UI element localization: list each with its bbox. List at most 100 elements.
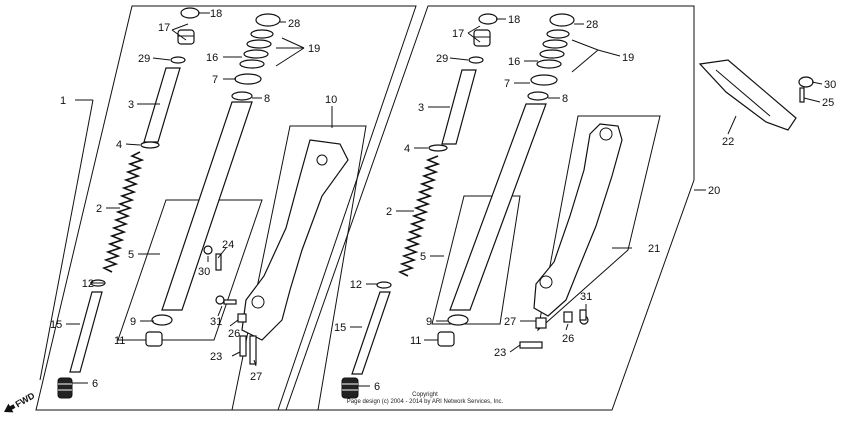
label-r19: 19: [622, 52, 634, 64]
right-ring-29: [468, 56, 484, 64]
left-seal-16: [239, 59, 265, 69]
label-18: 18: [210, 8, 222, 20]
label-4: 4: [116, 139, 122, 151]
left-washer-26: [237, 313, 247, 323]
label-8: 8: [264, 93, 270, 105]
label-7: 7: [212, 74, 218, 86]
left-fork-tube: [161, 101, 253, 311]
fwd-arrow-icon: [4, 403, 16, 413]
label-15: 15: [50, 319, 62, 331]
left-spacer-tube: [143, 67, 181, 143]
right-fork-spring: [397, 155, 441, 277]
right-slider-panel: [537, 115, 661, 332]
right-fork-cap: [473, 29, 491, 47]
right-seal-16: [536, 59, 562, 69]
label-r18: 18: [508, 14, 520, 26]
right-bolt-23: [519, 341, 543, 349]
label-r15: 15: [334, 322, 346, 334]
label-r21: 21: [648, 243, 660, 255]
left-ring-29: [170, 56, 186, 64]
left-bolt-23: [239, 335, 247, 357]
label-r6: 6: [374, 381, 380, 393]
right-washer-27: [535, 317, 547, 329]
label-r31: 31: [580, 291, 592, 303]
label-29: 29: [138, 53, 150, 65]
right-labels: 18 17 29 3 4 2 5 12 15 6 28 19 16 7 8 9 …: [334, 14, 836, 393]
fwd-indicator: FWD: [4, 390, 37, 413]
left-seal-7: [234, 73, 262, 85]
fender-bolt-25: [799, 87, 805, 103]
left-fork-assembly: [35, 5, 417, 411]
right-washer-26: [563, 311, 573, 323]
label-24: 24: [222, 239, 234, 251]
label-26: 26: [228, 328, 240, 340]
label-30: 30: [198, 266, 210, 278]
fwd-label: FWD: [14, 390, 37, 409]
label-5: 5: [128, 249, 134, 261]
left-bushing-8: [231, 91, 253, 101]
label-r22: 22: [722, 136, 734, 148]
left-top-cap-28: [255, 13, 281, 27]
right-rebound-spring: [341, 377, 359, 399]
label-r28: 28: [586, 19, 598, 31]
label-r25: 25: [822, 97, 834, 109]
label-r27: 27: [504, 316, 516, 328]
label-10: 10: [325, 94, 337, 106]
left-bolt-31: [215, 295, 225, 305]
right-bushing-8: [527, 91, 549, 101]
label-r8: 8: [562, 93, 568, 105]
right-oil-lock-11: [437, 331, 455, 347]
label-r4: 4: [404, 143, 410, 155]
label-3: 3: [128, 99, 134, 111]
left-slider-panel: [231, 125, 367, 411]
left-fork-spring: [101, 151, 145, 273]
label-1: 1: [60, 95, 66, 107]
label-16: 16: [206, 52, 218, 64]
label-r5: 5: [420, 251, 426, 263]
label-23: 23: [210, 351, 222, 363]
label-27: 27: [250, 371, 262, 383]
right-bushing-9: [447, 314, 469, 326]
label-31: 31: [210, 316, 222, 328]
left-bolt-30: [203, 245, 213, 255]
label-r17: 17: [452, 28, 464, 40]
label-19: 19: [308, 43, 320, 55]
left-bolt-24: [215, 253, 222, 271]
label-r20: 20: [708, 185, 720, 197]
left-bushing-9: [151, 314, 173, 326]
label-r9: 9: [426, 316, 432, 328]
left-rebound-spring: [57, 377, 73, 399]
label-11: 11: [114, 335, 125, 347]
label-r26: 26: [562, 333, 574, 345]
label-r16: 16: [508, 56, 520, 68]
right-cap-bolt: [478, 13, 498, 25]
label-r7: 7: [504, 78, 510, 90]
fender-bracket-22: [698, 59, 797, 131]
right-washer-4: [428, 144, 448, 152]
left-bracket-5: [117, 199, 263, 341]
label-2: 2: [96, 203, 102, 215]
left-oil-lock-11: [145, 331, 163, 347]
label-r23: 23: [494, 347, 506, 359]
label-17: 17: [158, 22, 170, 34]
right-spacer-tube: [441, 69, 477, 145]
label-28: 28: [288, 18, 300, 30]
right-fork-slider: [533, 123, 623, 317]
copyright-line-1: Copyright: [412, 392, 438, 398]
right-damper-rod: [351, 291, 391, 375]
label-r30: 30: [824, 79, 836, 91]
left-frame: [35, 5, 417, 411]
left-cap-bolt: [180, 7, 200, 19]
label-12: 12: [82, 278, 94, 290]
label-r29: 29: [436, 53, 448, 65]
right-frame: [285, 5, 695, 411]
left-labels: 18 17 29 1 3 4 2 5 12 15 6 28 19 16 7 8 …: [50, 8, 337, 390]
label-6: 6: [92, 378, 98, 390]
left-fork-slider: [241, 139, 349, 341]
label-r3: 3: [418, 102, 424, 114]
left-fork-cap: [177, 29, 195, 45]
left-bolt-27: [249, 335, 257, 365]
copyright-notice: Copyright Page design (c) 2004 - 2014 by…: [347, 392, 504, 405]
fender-nut-30: [798, 76, 814, 88]
